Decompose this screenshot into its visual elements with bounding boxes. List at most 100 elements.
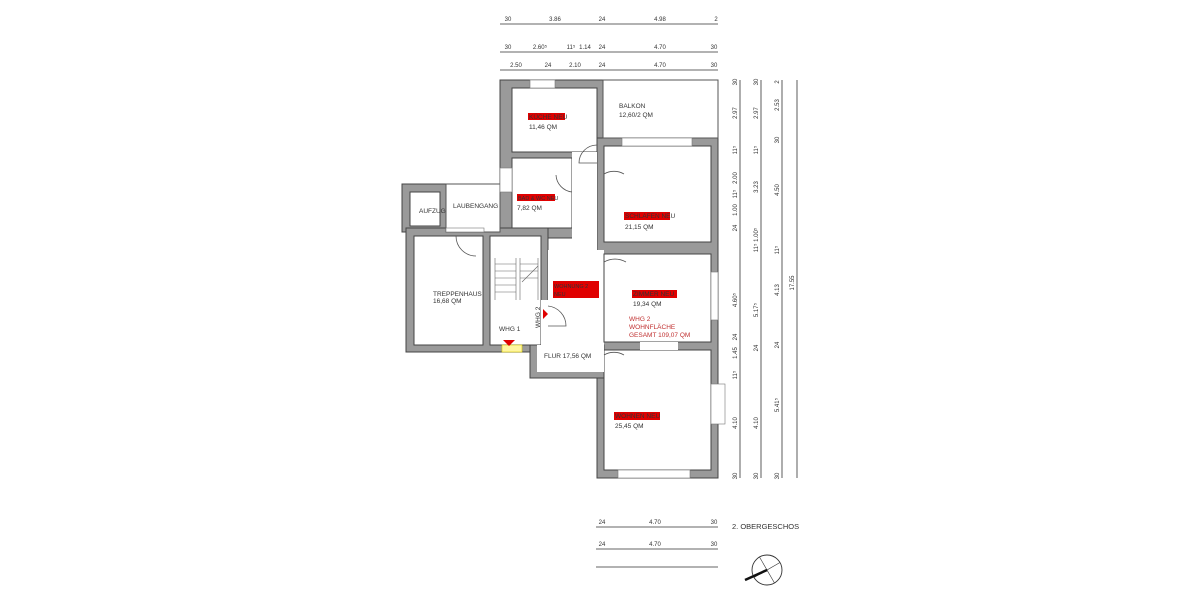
entrance-marker-whg1 [503,340,515,346]
dimension-label: 11⁵ [732,145,739,154]
dimension-label: 4.70 [649,542,661,548]
whg1-label: WHG 1 [499,326,521,333]
zimmer-tag: ZIMMER NEU [633,291,674,298]
bad-tag: BAD & WC NEU [518,196,558,202]
wohnung-tag: WOHNUNG 2 [554,284,588,290]
dimension-label: 17.55 [790,275,796,291]
dimension-label: 24 [599,520,606,526]
dimension-label: 4.70 [654,63,666,69]
dimension-label: 2 [714,17,718,23]
schlafen-tag: SCHLAFEN NEU [625,213,676,220]
schlafen-area: 21,15 QM [625,224,654,231]
treppenhaus-name: TREPPENHAUS [433,291,482,298]
dimension-label: 24 [599,45,606,51]
dimension-label: 11⁵ 1.00⁵ [753,227,760,252]
dimension-label: 24 [599,63,606,69]
dimension-label: 24 [754,344,760,351]
floor-title: 2. OBERGESCHOS [732,522,799,531]
room-treppenhaus [413,235,484,346]
bad-area: 7,82 QM [517,205,542,212]
dimension-label: 1.00 [733,204,739,216]
dimension-label: 11⁵ [774,245,781,254]
wohnung-tag-2: NEU [554,292,566,298]
room-aufzug [409,191,441,227]
doors [455,144,627,356]
summary-line1: WHG 2 [629,316,651,323]
dimension-label: 2.10 [569,63,581,69]
dimension-label: 4.70 [649,520,661,526]
dimension-label: 4.60⁵ [732,292,739,307]
dimension-label: 30 [733,78,739,85]
flur-name: FLUR 17,56 QM [544,353,591,360]
summary-line2: WOHNFLÄCHE [629,323,676,331]
room-balkon [602,79,719,139]
treppenhaus-area: 16,68 QM [433,298,462,305]
dimension-label: 24 [733,224,739,231]
dimension-label: 5.41⁵ [774,397,781,412]
wohnen-tag: WOHNEN NEU [615,413,660,420]
dimension-label: 30 [754,78,760,85]
aufzug-name: AUFZUG [419,208,446,215]
whg2-label: WHG 2 [535,306,542,328]
dimension-label: 24 [775,341,781,348]
dimension-label: 24 [599,17,606,23]
dimension-label: 3.23 [754,181,760,193]
dimension-label: 4.13 [775,284,781,296]
dimension-label: 11⁵ [567,44,576,51]
balkon-area: 12,60/2 QM [619,112,653,119]
kueche-tag: KÜCHE NEU [529,113,568,121]
dimension-label: 24 [599,542,606,548]
dimension-label: 11⁵ [753,145,760,154]
zimmer-area: 19,34 QM [633,301,662,308]
dimension-label: 2.97 [754,107,760,119]
flur-link [541,300,548,350]
dimension-label: 11⁵ [732,370,739,379]
north-arrow-icon [744,554,783,586]
dimension-label: 30 [711,45,718,51]
dimension-label: 2.60⁵ [533,44,548,51]
windows [445,79,726,479]
dimension-label: 30 [711,520,718,526]
wohnen-area: 25,45 QM [615,423,644,430]
entrance-marker-whg2 [543,309,548,319]
dimension-label: 4.98 [654,17,666,23]
dimension-label: 30 [505,17,512,23]
dimension-label: 30 [775,472,781,479]
dimension-label: 24 [545,63,552,69]
room-stairs [489,235,542,346]
balkon-name: BALKON [619,103,646,110]
dimension-label: 2.00 [733,172,739,184]
dimension-label: 11⁵ [732,189,739,198]
room-laubengang [445,183,501,233]
dimension-label: 30 [754,472,760,479]
laubengang-name: LAUBENGANG [453,203,498,210]
room-bad [511,157,573,229]
dimension-label: 30 [505,45,512,51]
dimension-label: 1.45 [733,347,739,359]
dimension-label: 4.70 [654,45,666,51]
room-corridor [572,152,597,260]
staircase [494,258,539,300]
room-wohnen [603,349,712,471]
dimension-label: 3.86 [549,17,561,23]
room-schlafen [603,145,712,243]
kueche-area: 11,46 QM [529,124,557,131]
dimension-label: 2 [775,80,781,84]
dimension-label: 2.97 [733,107,739,119]
dimension-label: 30 [775,136,781,143]
dimension-label: 4.50 [775,184,781,196]
dimension-label: 5.17⁵ [753,302,760,317]
dimension-label: 30 [733,472,739,479]
dimension-label: 2.50 [510,63,522,69]
dimension-label: 30 [711,63,718,69]
dimension-label: 4.10 [754,417,760,429]
dimension-label: 24 [733,333,739,340]
dimension-label: 30 [711,542,718,548]
dimension-label: 4.10 [733,417,739,429]
dimension-label: 1.14 [579,45,591,51]
room-flur [537,345,604,372]
dimension-label: 2.53 [775,99,781,111]
summary-line3: GESAMT 109,07 QM [629,332,690,339]
